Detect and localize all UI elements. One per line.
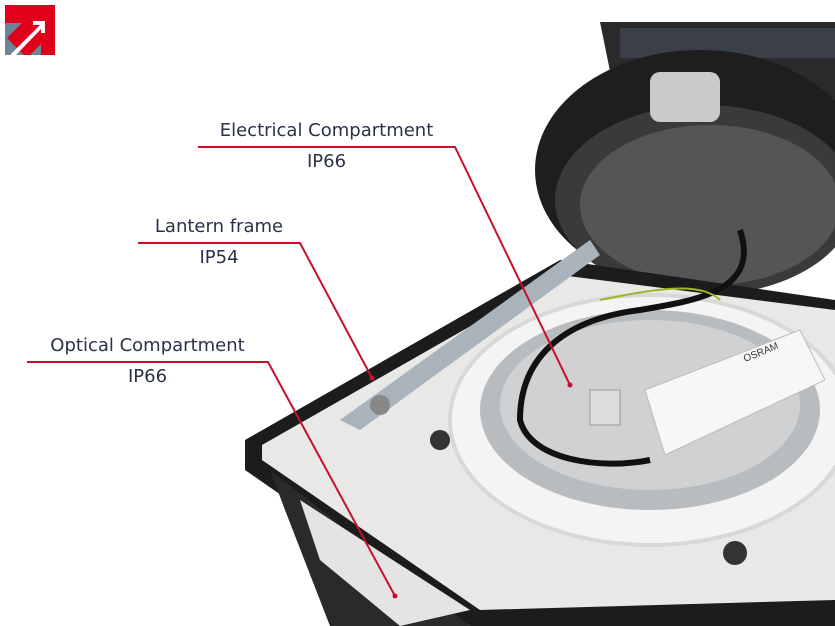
callout-optical-rating: IP66 [127, 366, 168, 387]
callout-lantern-frame-rating: IP54 [199, 247, 239, 268]
callout-lantern-frame-title: Lantern frame [154, 216, 284, 237]
led-driver [644, 329, 826, 456]
callout-line-lantern-frame [138, 242, 373, 379]
callout-line-optical [27, 361, 396, 597]
hinge-bracket [340, 240, 600, 430]
callout-electrical-title: Electrical Compartment [219, 120, 434, 141]
callout-line-electrical [198, 146, 571, 386]
callout-electrical-rating: IP66 [306, 151, 347, 172]
callout-optical-title: Optical Compartment [50, 335, 245, 356]
logo-icon [5, 5, 55, 55]
